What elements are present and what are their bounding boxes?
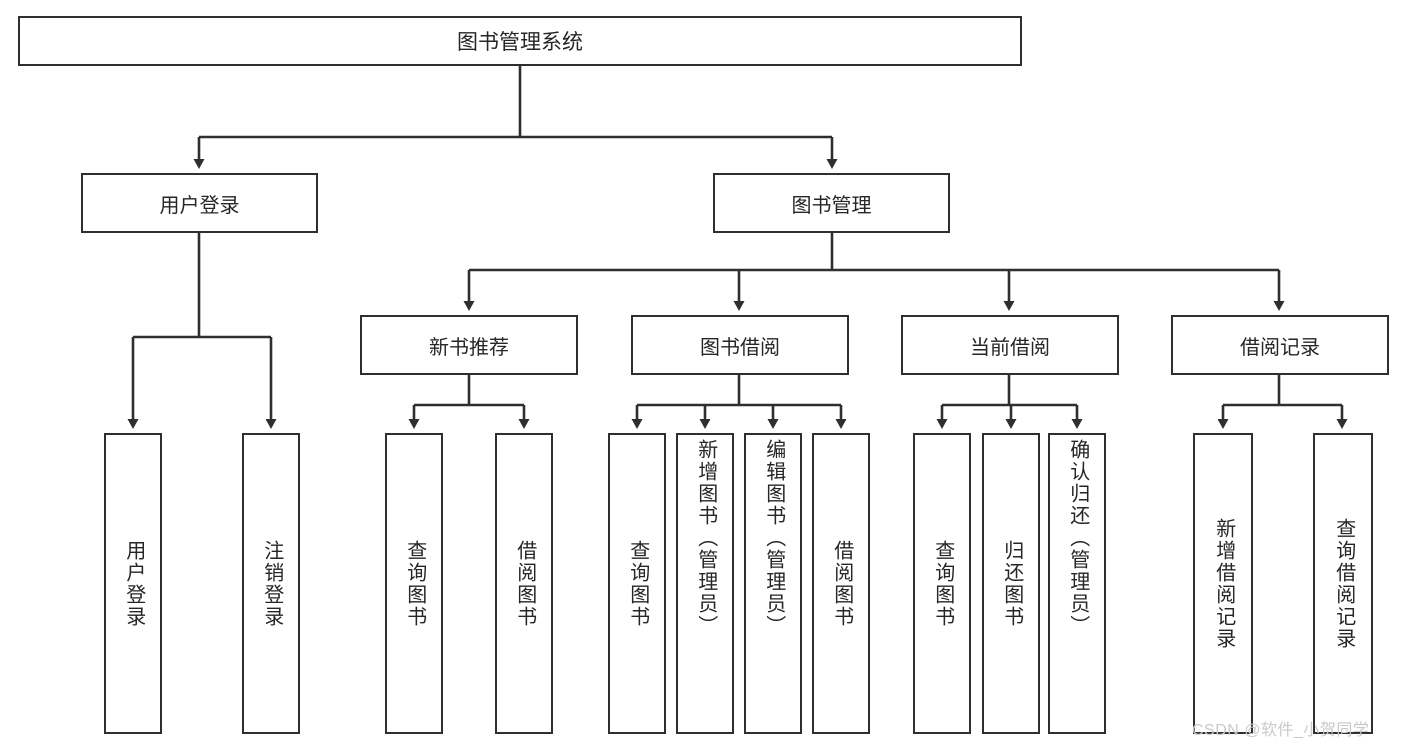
leaf-borrow-book-recommend-label: 借阅图书 [513,539,536,628]
leaf-logout[interactable]: 注销登录 [242,433,300,734]
csdn-watermark: CSDN @软件_小贺同学 [1192,722,1370,739]
leaf-return-book[interactable]: 归还图书 [982,433,1040,734]
leaf-query-borrow-record[interactable]: 查询借阅记录 [1313,433,1373,734]
node-book-management[interactable]: 图书管理 [713,173,950,233]
leaf-confirm-return-admin[interactable]: 确认归还（管理员） [1048,433,1106,734]
node-root-label: 图书管理系统 [457,31,583,54]
leaf-borrow-book-label: 借阅图书 [830,539,853,628]
node-user-login[interactable]: 用户登录 [81,173,318,233]
leaf-add-book-admin[interactable]: 新增图书（管理员） [676,433,734,734]
node-root[interactable]: 图书管理系统 [18,16,1022,66]
leaf-query-book-current-label: 查询图书 [931,539,954,628]
node-book-borrow-label: 图书借阅 [700,336,780,359]
leaf-query-borrow-record-label: 查询借阅记录 [1332,517,1355,650]
leaf-query-book-current[interactable]: 查询图书 [913,433,971,734]
node-book-management-label: 图书管理 [791,194,872,217]
node-book-borrow[interactable]: 图书借阅 [631,315,849,375]
leaf-query-book-borrow[interactable]: 查询图书 [608,433,666,734]
leaf-add-book-admin-label: 新增图书（管理员） [694,439,717,637]
node-borrow-record[interactable]: 借阅记录 [1171,315,1389,375]
leaf-logout-label: 注销登录 [260,539,283,628]
node-borrow-record-label: 借阅记录 [1240,336,1320,359]
node-current-borrow[interactable]: 当前借阅 [901,315,1119,375]
leaf-query-book-recommend-label: 查询图书 [403,539,426,628]
leaf-query-book-recommend[interactable]: 查询图书 [385,433,443,734]
leaf-borrow-book-recommend[interactable]: 借阅图书 [495,433,553,734]
node-user-login-label: 用户登录 [159,194,240,217]
leaf-user-login[interactable]: 用户登录 [104,433,162,734]
leaf-add-borrow-record[interactable]: 新增借阅记录 [1193,433,1253,734]
leaf-edit-book-admin-label: 编辑图书（管理员） [762,439,785,637]
node-current-borrow-label: 当前借阅 [970,336,1050,359]
leaf-confirm-return-admin-label: 确认归还（管理员） [1066,439,1089,637]
leaf-borrow-book[interactable]: 借阅图书 [812,433,870,734]
node-new-book-recommend[interactable]: 新书推荐 [360,315,578,375]
leaf-user-login-label: 用户登录 [122,539,145,628]
leaf-add-borrow-record-label: 新增借阅记录 [1212,517,1235,650]
leaf-edit-book-admin[interactable]: 编辑图书（管理员） [744,433,802,734]
leaf-return-book-label: 归还图书 [1000,539,1023,628]
node-new-book-recommend-label: 新书推荐 [429,336,509,359]
leaf-query-book-borrow-label: 查询图书 [626,539,649,628]
